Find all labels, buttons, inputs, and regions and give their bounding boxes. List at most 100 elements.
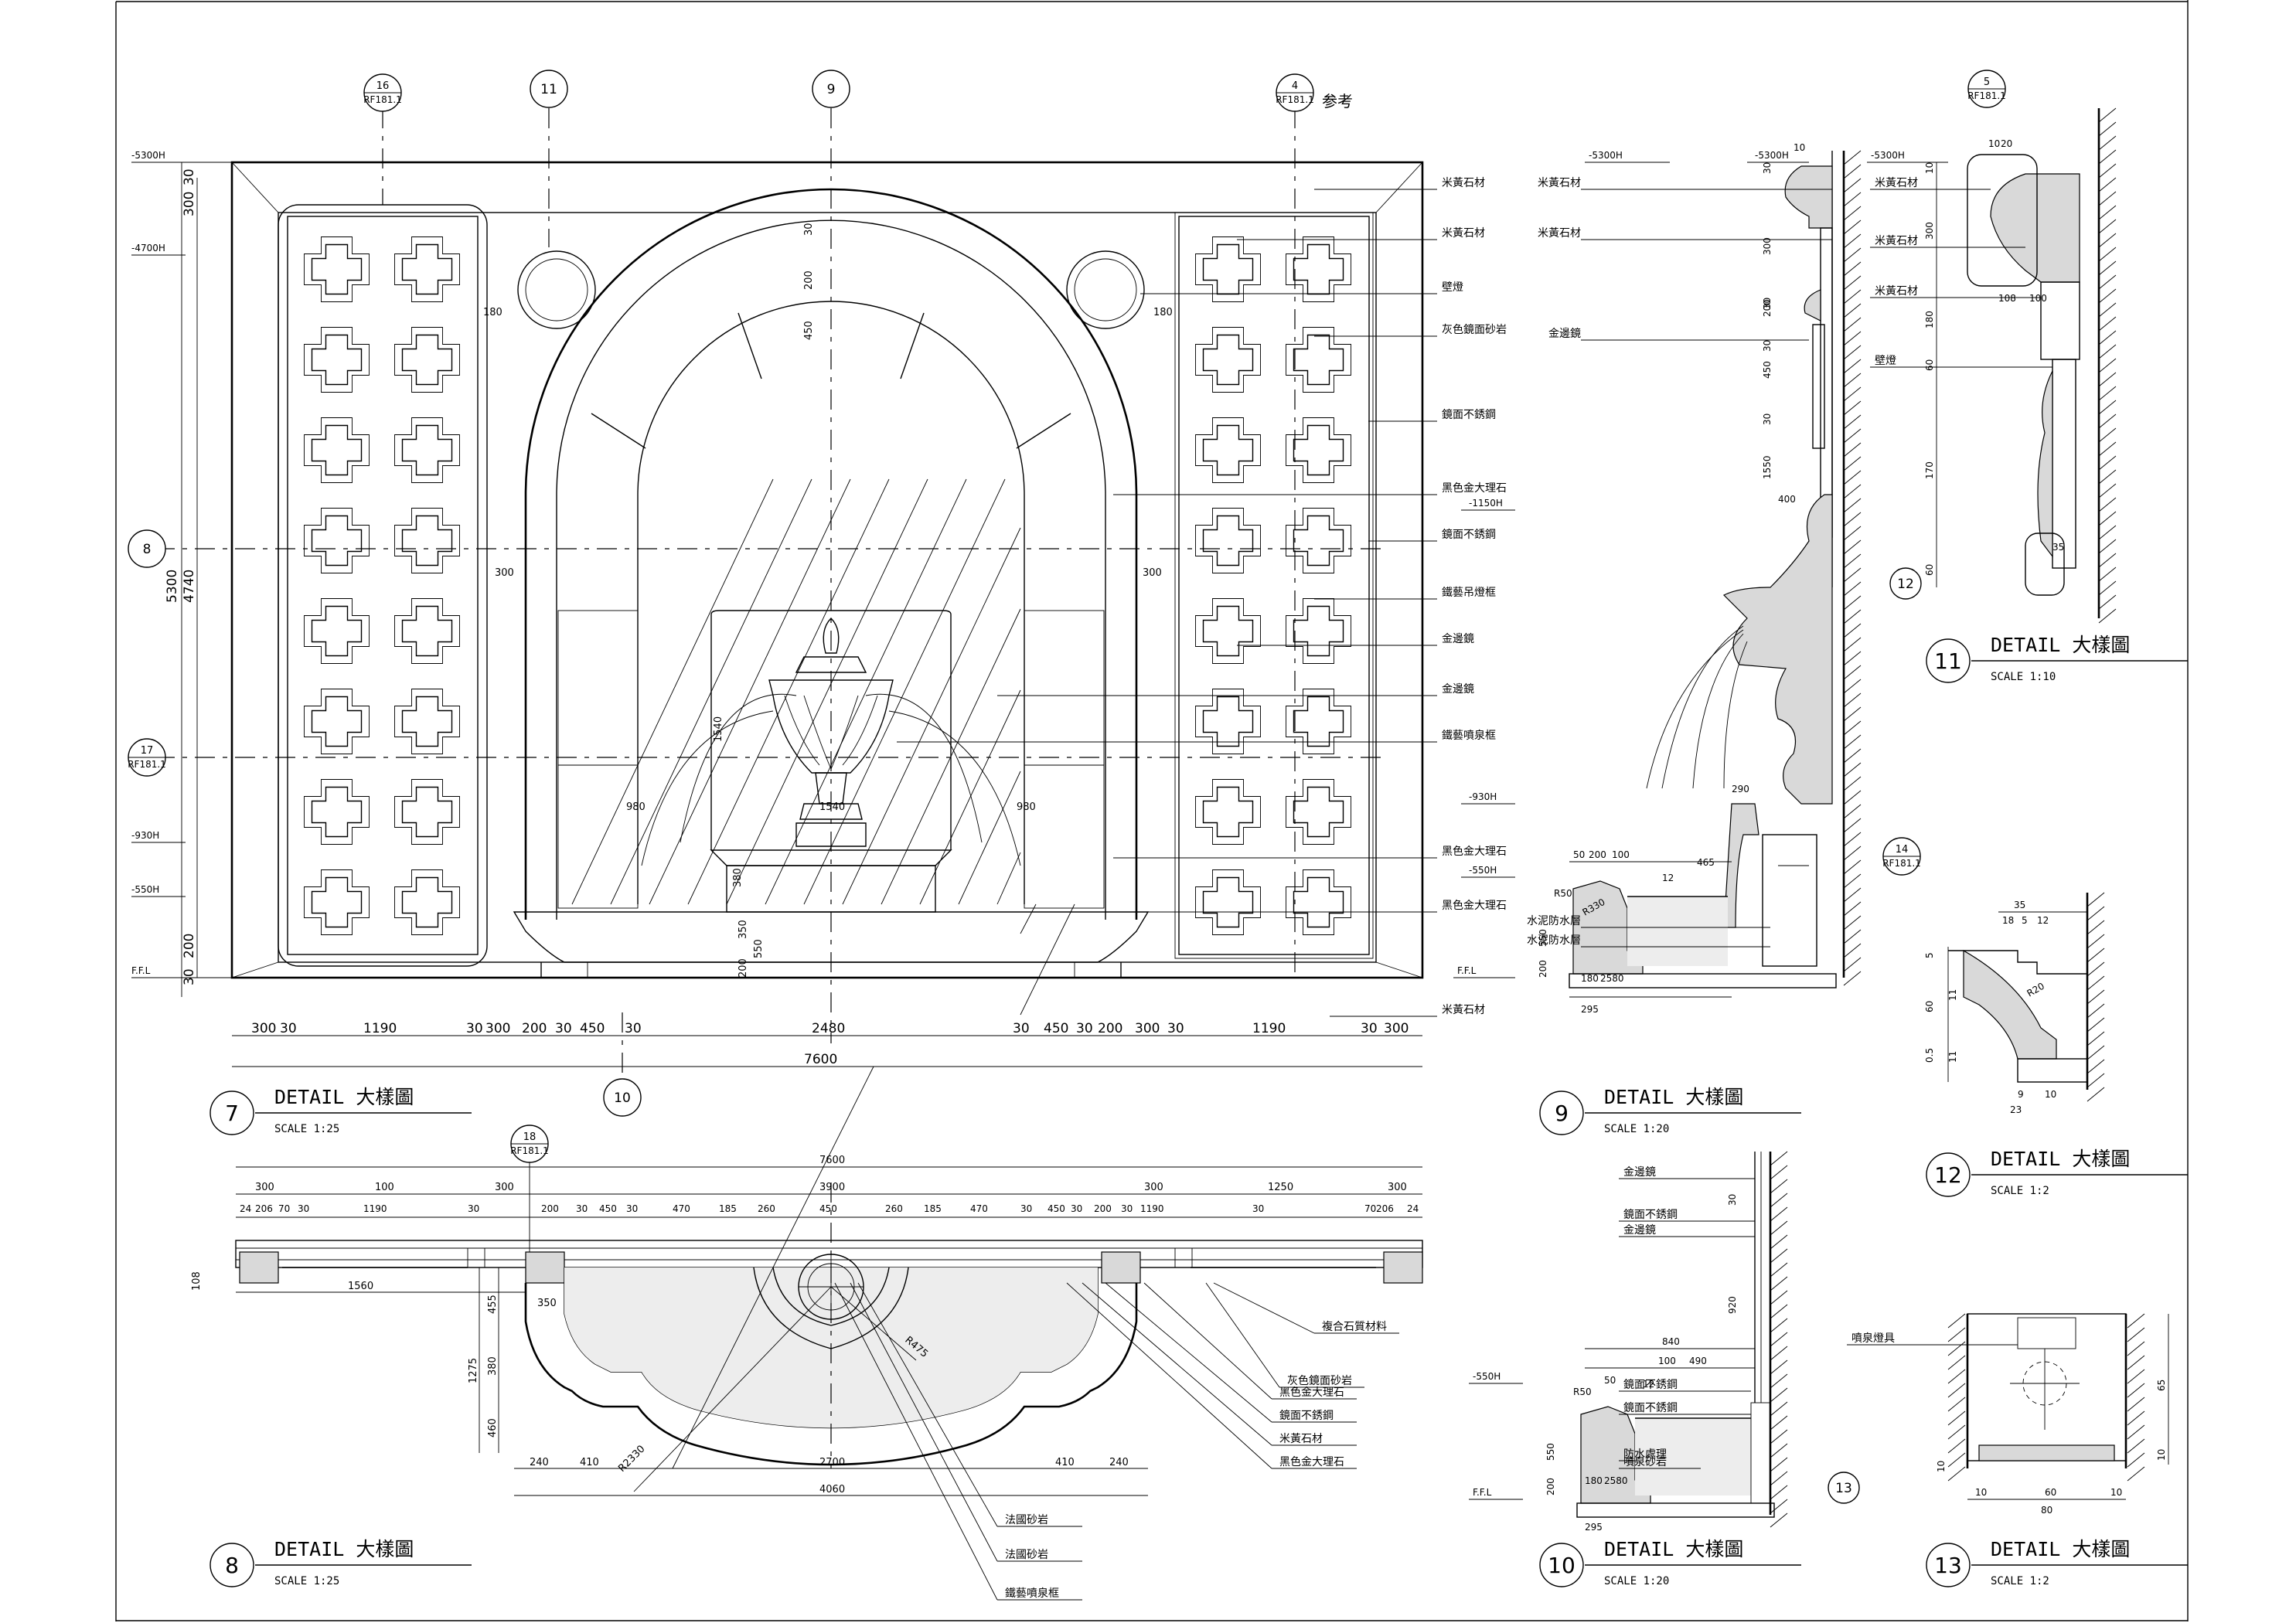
svg-text:450: 450 (580, 1021, 605, 1036)
svg-text:-930H: -930H (1469, 791, 1497, 802)
dimension-value: 60 (1924, 359, 1935, 371)
dimension-value: 70 (278, 1203, 290, 1214)
material-note: 鏡面不銹鋼 (1442, 409, 1496, 421)
dimension-value: 12 (2037, 915, 2049, 926)
dimension-value: 295 (1581, 1004, 1599, 1015)
svg-text:410: 410 (580, 1457, 599, 1468)
dimension-value: 300 (1924, 222, 1935, 240)
dimension-value: 65 (2156, 1380, 2167, 1391)
lattice-pattern (1195, 236, 1351, 935)
svg-text:30: 30 (1167, 1021, 1184, 1036)
left-lattice-panel (278, 204, 488, 967)
svg-text:14: 14 (1896, 844, 1909, 856)
svg-text:-5300H: -5300H (1589, 150, 1623, 161)
svg-text:DETAIL 大樣圖: DETAIL 大樣圖 (1604, 1086, 1743, 1108)
svg-text:7600: 7600 (804, 1052, 837, 1067)
level-marks-10: -550H F.F.L (1469, 1371, 1523, 1500)
svg-text:450: 450 (803, 321, 815, 340)
svg-text:SCALE 1:2: SCALE 1:2 (1991, 1575, 2049, 1587)
dimension-value: 30 (576, 1203, 588, 1214)
wall-hatch (1770, 1151, 1788, 1528)
svg-text:DETAIL 大樣圖: DETAIL 大樣圖 (274, 1538, 414, 1560)
dimension-value: 2580 (1600, 973, 1624, 984)
dimension-value: 10 (2045, 1089, 2056, 1100)
dimension-value: 10 (1936, 1461, 1947, 1472)
svg-text:5: 5 (1984, 77, 1990, 88)
svg-text:-550H: -550H (1473, 1371, 1501, 1382)
material-note: 鏡面不銹鋼 (1442, 529, 1496, 541)
dimension-value: 30 (1762, 298, 1773, 309)
svg-text:16: 16 (376, 80, 390, 92)
dimension-value: 170 (1924, 461, 1935, 479)
svg-text:12: 12 (1897, 577, 1914, 592)
dimension-value: 200 (1589, 849, 1606, 860)
svg-text:980: 980 (626, 801, 646, 813)
svg-text:5300: 5300 (165, 570, 180, 603)
sheet-frame (115, 0, 2189, 1621)
bubble-14: 14 RF181.1 (1882, 837, 1921, 876)
dimension-value: 10 (2156, 1449, 2167, 1461)
svg-text:30: 30 (625, 1021, 642, 1036)
svg-text:18: 18 (523, 1131, 537, 1143)
material-note: 鐵藝噴泉框 (1442, 729, 1496, 742)
dimension-value: 490 (1689, 1356, 1707, 1366)
dimension-value: 1190 (363, 1203, 387, 1214)
view-9-title: 9 DETAIL 大樣圖 SCALE 1:20 (1539, 1086, 1801, 1135)
dimension-value: 200 (1538, 960, 1548, 978)
svg-text:1190: 1190 (363, 1021, 397, 1036)
view-13-title: 13 DETAIL 大樣圖 SCALE 1:2 (1926, 1538, 2188, 1587)
svg-text:11: 11 (540, 82, 557, 97)
dimension-value: 450 (1762, 361, 1773, 379)
dimension-value: 465 (1697, 857, 1715, 868)
svg-text:17: 17 (141, 745, 154, 757)
elevation-outline (230, 161, 1424, 979)
svg-text:180: 180 (483, 307, 502, 318)
dimension-value: 30 (468, 1203, 479, 1214)
svg-text:SCALE 1:20: SCALE 1:20 (1604, 1123, 1669, 1135)
dims-8-left: 108 1560 1275 455 350 380 460 (191, 1267, 557, 1453)
svg-text:RF181.1: RF181.1 (128, 759, 166, 770)
svg-text:1275: 1275 (468, 1358, 479, 1383)
svg-text:-4700H: -4700H (131, 243, 165, 253)
material-note: 米黃石材 (1442, 227, 1485, 240)
svg-text:30: 30 (182, 968, 197, 985)
svg-text:30: 30 (803, 223, 815, 236)
dimension-value: 20 (2001, 138, 2012, 149)
bubble-17: 17 RF181.1 (128, 738, 166, 777)
svg-text:240: 240 (1109, 1457, 1129, 1468)
material-note: 米黃石材 (1442, 177, 1485, 189)
dimension-value: 185 (719, 1203, 737, 1214)
svg-text:200: 200 (182, 934, 197, 958)
dimension-value: 5 (2022, 915, 2028, 926)
view-7-title: 7 DETAIL 大樣圖 SCALE 1:25 (210, 1086, 472, 1135)
svg-text:-550H: -550H (131, 884, 159, 895)
wall-hatch (1843, 150, 1862, 986)
svg-text:550: 550 (753, 939, 765, 958)
dimension-value: 11 (1947, 1051, 1958, 1063)
svg-text:-930H: -930H (131, 830, 159, 841)
dimension-value: 70 (1364, 1203, 1376, 1214)
material-note: 米黃石材 (1875, 285, 1918, 298)
dimension-value: 450 (1048, 1203, 1065, 1214)
dimension-value: 260 (758, 1203, 775, 1214)
svg-text:200: 200 (738, 958, 749, 978)
svg-text:10: 10 (614, 1091, 631, 1106)
material-note: 金邊鏡 (1623, 1166, 1656, 1179)
svg-text:300: 300 (182, 192, 197, 216)
svg-text:300: 300 (485, 1021, 510, 1036)
svg-text:300: 300 (495, 1182, 514, 1193)
svg-text:-550H: -550H (1469, 865, 1497, 876)
view-10-title: 10 DETAIL 大樣圖 SCALE 1:20 (1539, 1538, 1801, 1587)
dimension-value: 30 (1762, 162, 1773, 174)
material-note: 黑色金大理石 (1442, 899, 1507, 912)
bubble-18: 18 RF181.1 (510, 1125, 549, 1252)
dimension-value: 1190 (1140, 1203, 1164, 1214)
dimension-value: 200 (541, 1203, 559, 1214)
dimension-value: 295 (1585, 1522, 1603, 1533)
svg-text:DETAIL 大樣圖: DETAIL 大樣圖 (1991, 1148, 2130, 1170)
dimension-value: 30 (626, 1203, 638, 1214)
